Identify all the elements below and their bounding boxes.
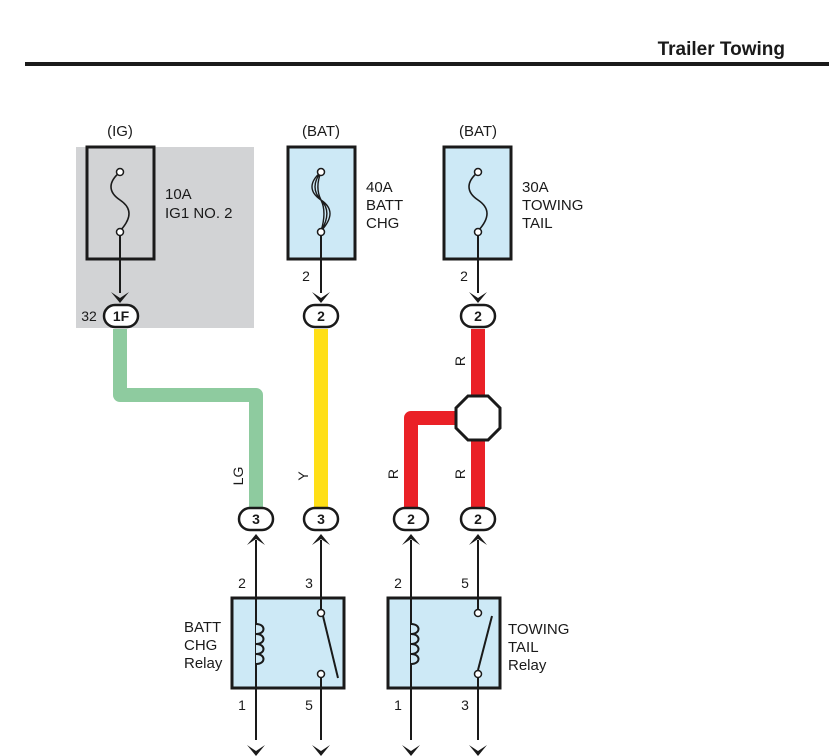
relay-name-line: Relay (184, 655, 223, 672)
fuse-rating: 10A (165, 186, 192, 203)
connector-1f: 32 1F (81, 303, 140, 329)
relay-coil-icon (255, 623, 265, 665)
connector-label: 2 (317, 308, 325, 324)
fuse-name-line: TOWING (522, 197, 583, 214)
relay-leads (247, 534, 487, 545)
fuse-element-icon (468, 171, 488, 232)
fuse-name-line: BATT (366, 197, 403, 214)
splice-point (454, 394, 502, 442)
wire-label-y: Y (295, 471, 311, 481)
connector-label: 3 (317, 511, 325, 527)
connector-label: 2 (407, 511, 415, 527)
wire-label-lg: LG (230, 467, 246, 486)
relay-name-line: BATT (184, 619, 221, 636)
fuse-element-icon (110, 171, 130, 232)
fuse-source-label: (IG) (107, 123, 133, 140)
fuse-towing-tail: (BAT) 2 30A TOWING TAIL (442, 123, 583, 303)
wire-r-branch (404, 411, 458, 508)
connector-label: 2 (474, 308, 482, 324)
wire-label-r-bottom: R (452, 469, 468, 479)
connector-label: 1F (113, 308, 130, 324)
relay-batt-chg: 2 3 1 5 BATT CHG Relay (184, 575, 346, 713)
connector-batt-chg-top: 2 (302, 303, 340, 329)
connector-lower-4: 2 (459, 506, 497, 532)
fuse-source-label: (BAT) (459, 123, 497, 140)
relay-lead-lines (255, 540, 479, 740)
relay-name-line: TOWING (508, 621, 569, 638)
fuse-rating: 40A (366, 179, 393, 196)
relay-name-line: TAIL (508, 639, 539, 656)
relay-pin: 1 (238, 697, 246, 713)
connector-label: 3 (252, 511, 260, 527)
relay-pin: 2 (238, 575, 246, 591)
page-title: Trailer Towing (658, 39, 785, 60)
relay-pin: 5 (305, 697, 313, 713)
connector-pin-number: 32 (81, 308, 97, 324)
relay-pin: 2 (394, 575, 402, 591)
relay-pin: 1 (394, 697, 402, 713)
connector-label: 2 (474, 511, 482, 527)
wire-label-r-branch: R (385, 469, 401, 479)
fuse-pin: 2 (460, 268, 468, 284)
fuse-name-line: IG1 NO. 2 (165, 205, 233, 222)
fuse-pin: 2 (302, 268, 310, 284)
relay-coil-icon (410, 623, 420, 665)
fuse-ig1-no2: (IG) 10A IG1 NO. 2 (85, 123, 233, 303)
fuse-name-line: TAIL (522, 215, 553, 232)
relay-name-line: CHG (184, 637, 217, 654)
ig-fuse-area (76, 147, 254, 328)
connector-towing-tail-top: 2 (459, 303, 497, 329)
wire-lg (113, 329, 263, 508)
connector-lower-3: 2 (392, 506, 430, 532)
fuse-name-line: CHG (366, 215, 399, 232)
connector-lower-2: 3 (302, 506, 340, 532)
relay-pin: 3 (305, 575, 313, 591)
relay-name-line: Relay (508, 657, 547, 674)
connector-lower-1: 3 (237, 506, 275, 532)
fuse-rating: 30A (522, 179, 549, 196)
fuse-element-icon (311, 171, 331, 232)
fuse-source-label: (BAT) (302, 123, 340, 140)
relay-towing-tail: 2 5 1 3 TOWING TAIL Relay (386, 575, 569, 713)
relay-pin: 3 (461, 697, 469, 713)
fuse-batt-chg: (BAT) 2 40A BATT CHG (286, 123, 403, 303)
wire-label-r-top: R (452, 356, 468, 366)
output-arrows (247, 745, 487, 756)
relay-pin: 5 (461, 575, 469, 591)
